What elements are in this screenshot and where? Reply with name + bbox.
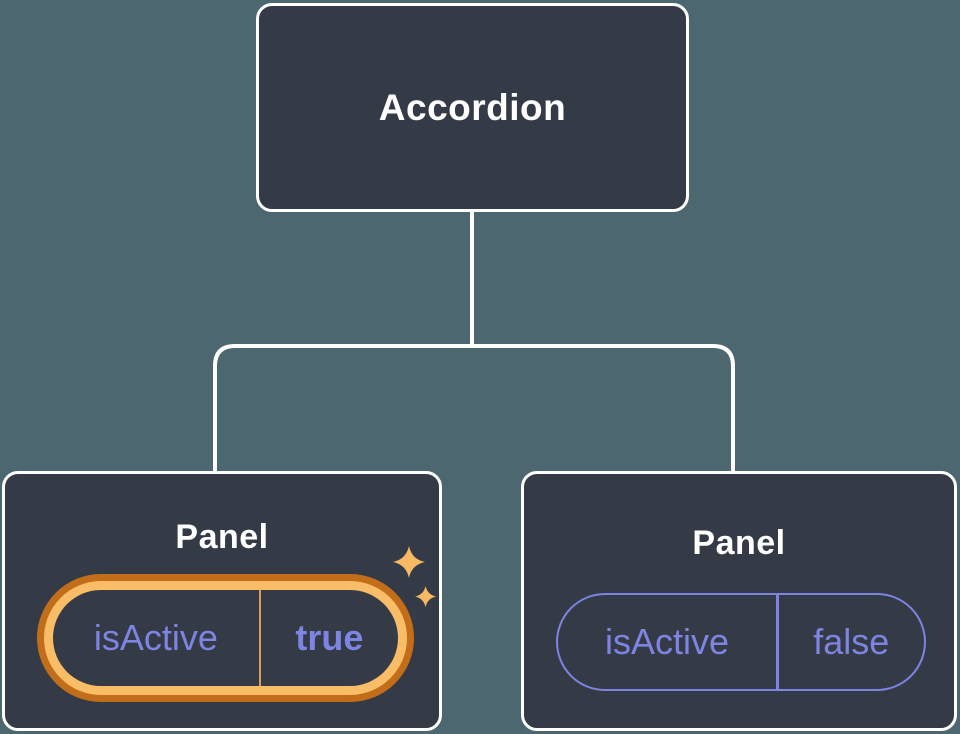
prop-value-label: true — [295, 617, 364, 658]
connector-bracket — [213, 344, 735, 472]
sparkles-icon — [393, 546, 437, 608]
component-node-panel-left: Panel isActive true — [2, 471, 442, 731]
sparkle-small-icon — [415, 586, 437, 608]
component-node-panel-right: Panel isActive false — [521, 471, 957, 731]
pill-divider — [258, 590, 261, 686]
node-title: Accordion — [378, 86, 567, 128]
node-title: Panel — [175, 518, 269, 556]
node-title: Panel — [692, 524, 786, 562]
prop-name-label: isActive — [93, 617, 218, 658]
state-pill: isActive false — [556, 593, 926, 691]
pill-divider — [776, 595, 779, 689]
prop-value-label: false — [813, 621, 890, 662]
state-pill-highlighted: isActive true — [53, 590, 398, 686]
component-node-accordion: Accordion — [256, 3, 689, 212]
sparkle-large-icon — [393, 546, 425, 578]
prop-name-label: isActive — [605, 621, 730, 662]
